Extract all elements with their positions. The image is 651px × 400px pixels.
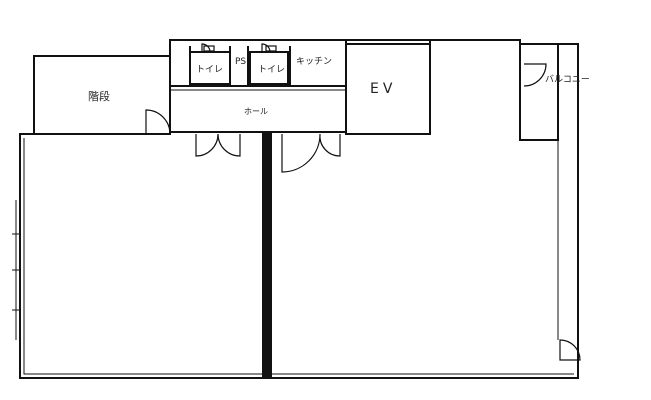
kitchen-label: キッチン [296,57,333,67]
toilet-left-label: トイレ [196,65,224,75]
balcony-label: バルコニー [545,75,590,85]
toilet-right-box [249,51,289,85]
elevator-label: EV [370,81,397,97]
stairs-label: 階段 [88,90,110,103]
hall-label: ホール [244,107,268,116]
stairs-door [145,109,171,135]
office-right-door [281,133,341,173]
toilet-right-label: トイレ [258,65,286,75]
dividing-wall [262,133,272,379]
balcony-door [523,63,547,87]
exit-door [559,339,581,361]
balcony-room [519,43,559,141]
outer-wall-inner [23,138,574,375]
pipe-shaft-label: PS [235,57,247,67]
office-left-door [195,133,241,157]
